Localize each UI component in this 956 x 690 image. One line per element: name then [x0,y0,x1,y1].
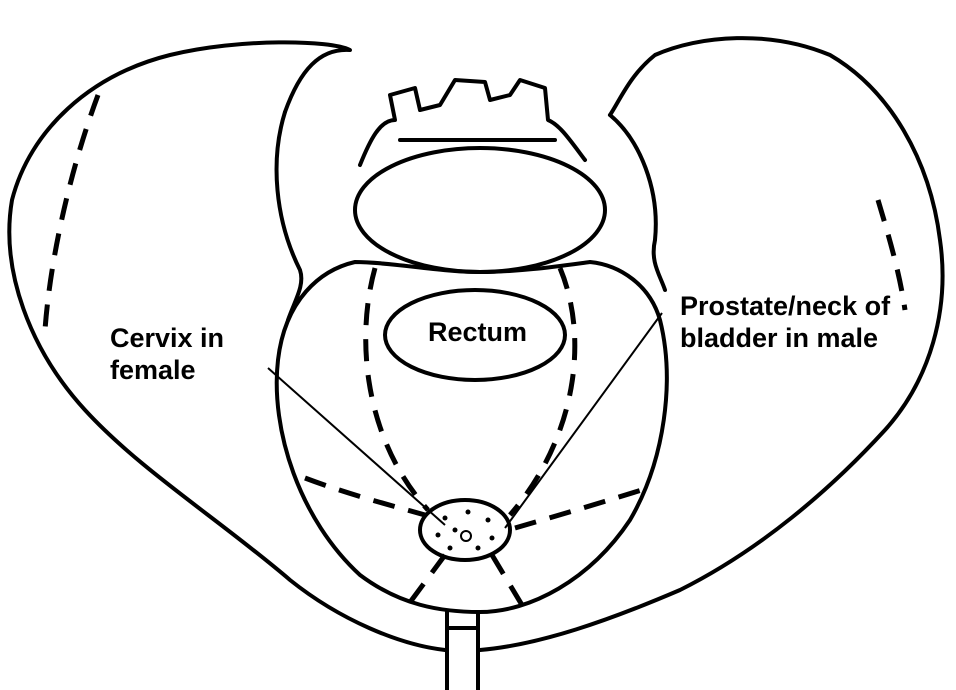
cervix-shape [418,498,512,562]
left-wing-dashed-line [42,94,101,331]
left-ilium-inner-edge [274,110,304,322]
prostate-label: Prostate/neck of bladder in male [680,291,891,353]
sacral-body [353,146,607,274]
cervix-dots [435,509,495,551]
pelvis-outer-outline [7,36,945,652]
cardinal-ligament-left [304,475,426,518]
sacrum-top [358,78,587,167]
prostate-pointer-line [504,312,663,529]
uterosacral-ligament-left [363,267,430,512]
cervix-label: Cervix in female [110,323,225,385]
cardinal-ligament-right [514,485,649,531]
right-wing-dashed-line [875,199,908,311]
right-ilium-inner-edge [608,113,667,292]
pelvic-inlet [274,260,669,614]
pubocervical-ligament-left [405,553,448,607]
cervix-pointer-line [267,367,446,526]
cervical-os [460,530,472,542]
pubocervical-ligament-right [489,553,525,607]
rectum-label: Rectum [428,317,528,347]
rectum-shape [383,288,567,382]
uterosacral-ligament-right [508,267,578,517]
pubic-symphysis [445,610,480,690]
